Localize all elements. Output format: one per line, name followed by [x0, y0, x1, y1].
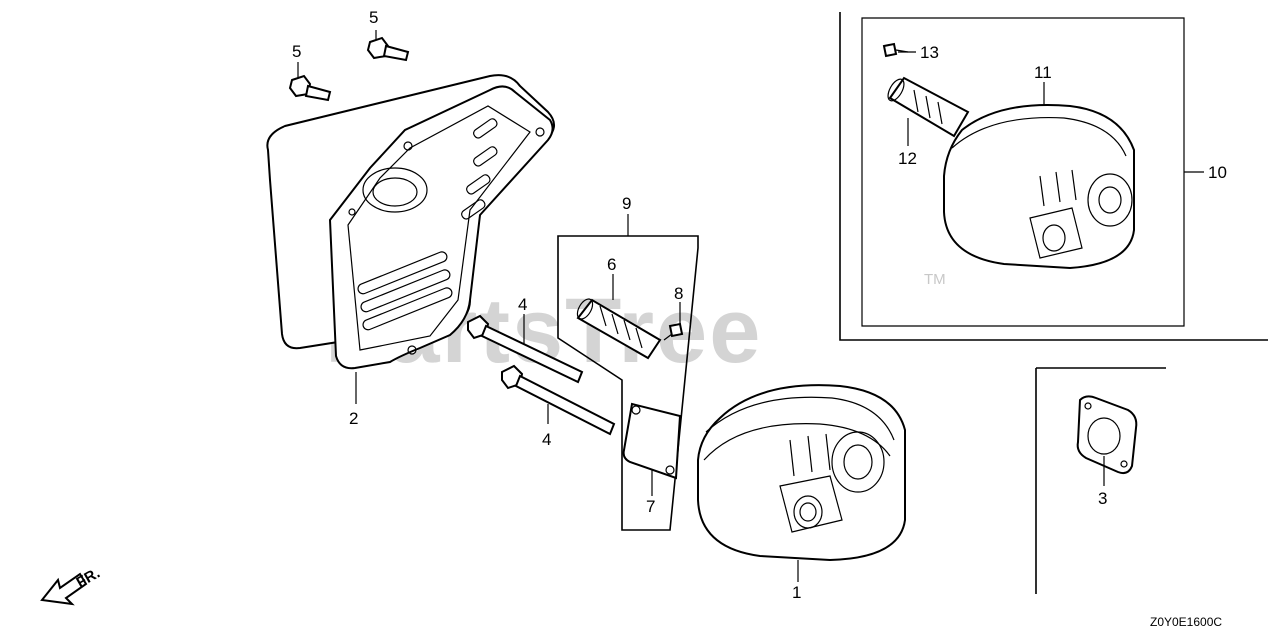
callout-13: 13 — [920, 43, 939, 62]
callout-4-upper: 4 — [518, 295, 527, 314]
callout-5-left: 5 — [292, 42, 301, 61]
callout-labels: 5 5 2 4 4 6 8 9 7 1 3 10 11 12 13 — [292, 8, 1227, 602]
diagram-code: Z0Y0E1600C — [1150, 615, 1222, 629]
muffler-protector-part[interactable] — [266, 74, 555, 370]
flange-bolt-upper-part[interactable] — [366, 36, 410, 62]
stud-bolt-lower-part[interactable] — [501, 364, 616, 436]
callout-12: 12 — [898, 149, 917, 168]
callout-7: 7 — [646, 497, 655, 516]
arrester-gasket-part[interactable] — [622, 402, 682, 480]
callout-4-lower: 4 — [542, 430, 551, 449]
watermark-trademark: TM — [924, 271, 946, 288]
leader-lines — [297, 30, 1204, 582]
callout-11: 11 — [1034, 63, 1052, 82]
callout-1: 1 — [792, 583, 801, 602]
spark-arrester-kit-bracket — [557, 235, 699, 531]
callout-10: 10 — [1208, 163, 1227, 182]
stud-bolt-upper-part[interactable] — [467, 314, 584, 384]
tapping-screw-part[interactable] — [663, 322, 684, 341]
alt-assembly-frame — [839, 12, 1268, 341]
callout-6: 6 — [607, 255, 616, 274]
muffler-gasket-part[interactable] — [1076, 395, 1138, 475]
tapping-screw-alt-part[interactable] — [882, 42, 909, 58]
front-direction-arrow-icon: FR. — [40, 565, 103, 606]
callout-3: 3 — [1098, 489, 1107, 508]
gasket-frame — [1035, 367, 1166, 594]
muffler-part[interactable] — [697, 384, 906, 562]
callout-2: 2 — [349, 409, 358, 428]
callout-8: 8 — [674, 284, 683, 303]
callout-9: 9 — [622, 194, 631, 213]
spark-arrester-alt-part[interactable] — [885, 76, 970, 138]
muffler-alt-part[interactable] — [943, 104, 1135, 270]
spark-arrester-part[interactable] — [574, 296, 662, 360]
flange-bolt-left-part[interactable] — [288, 74, 332, 102]
callout-5-upper: 5 — [369, 8, 378, 27]
